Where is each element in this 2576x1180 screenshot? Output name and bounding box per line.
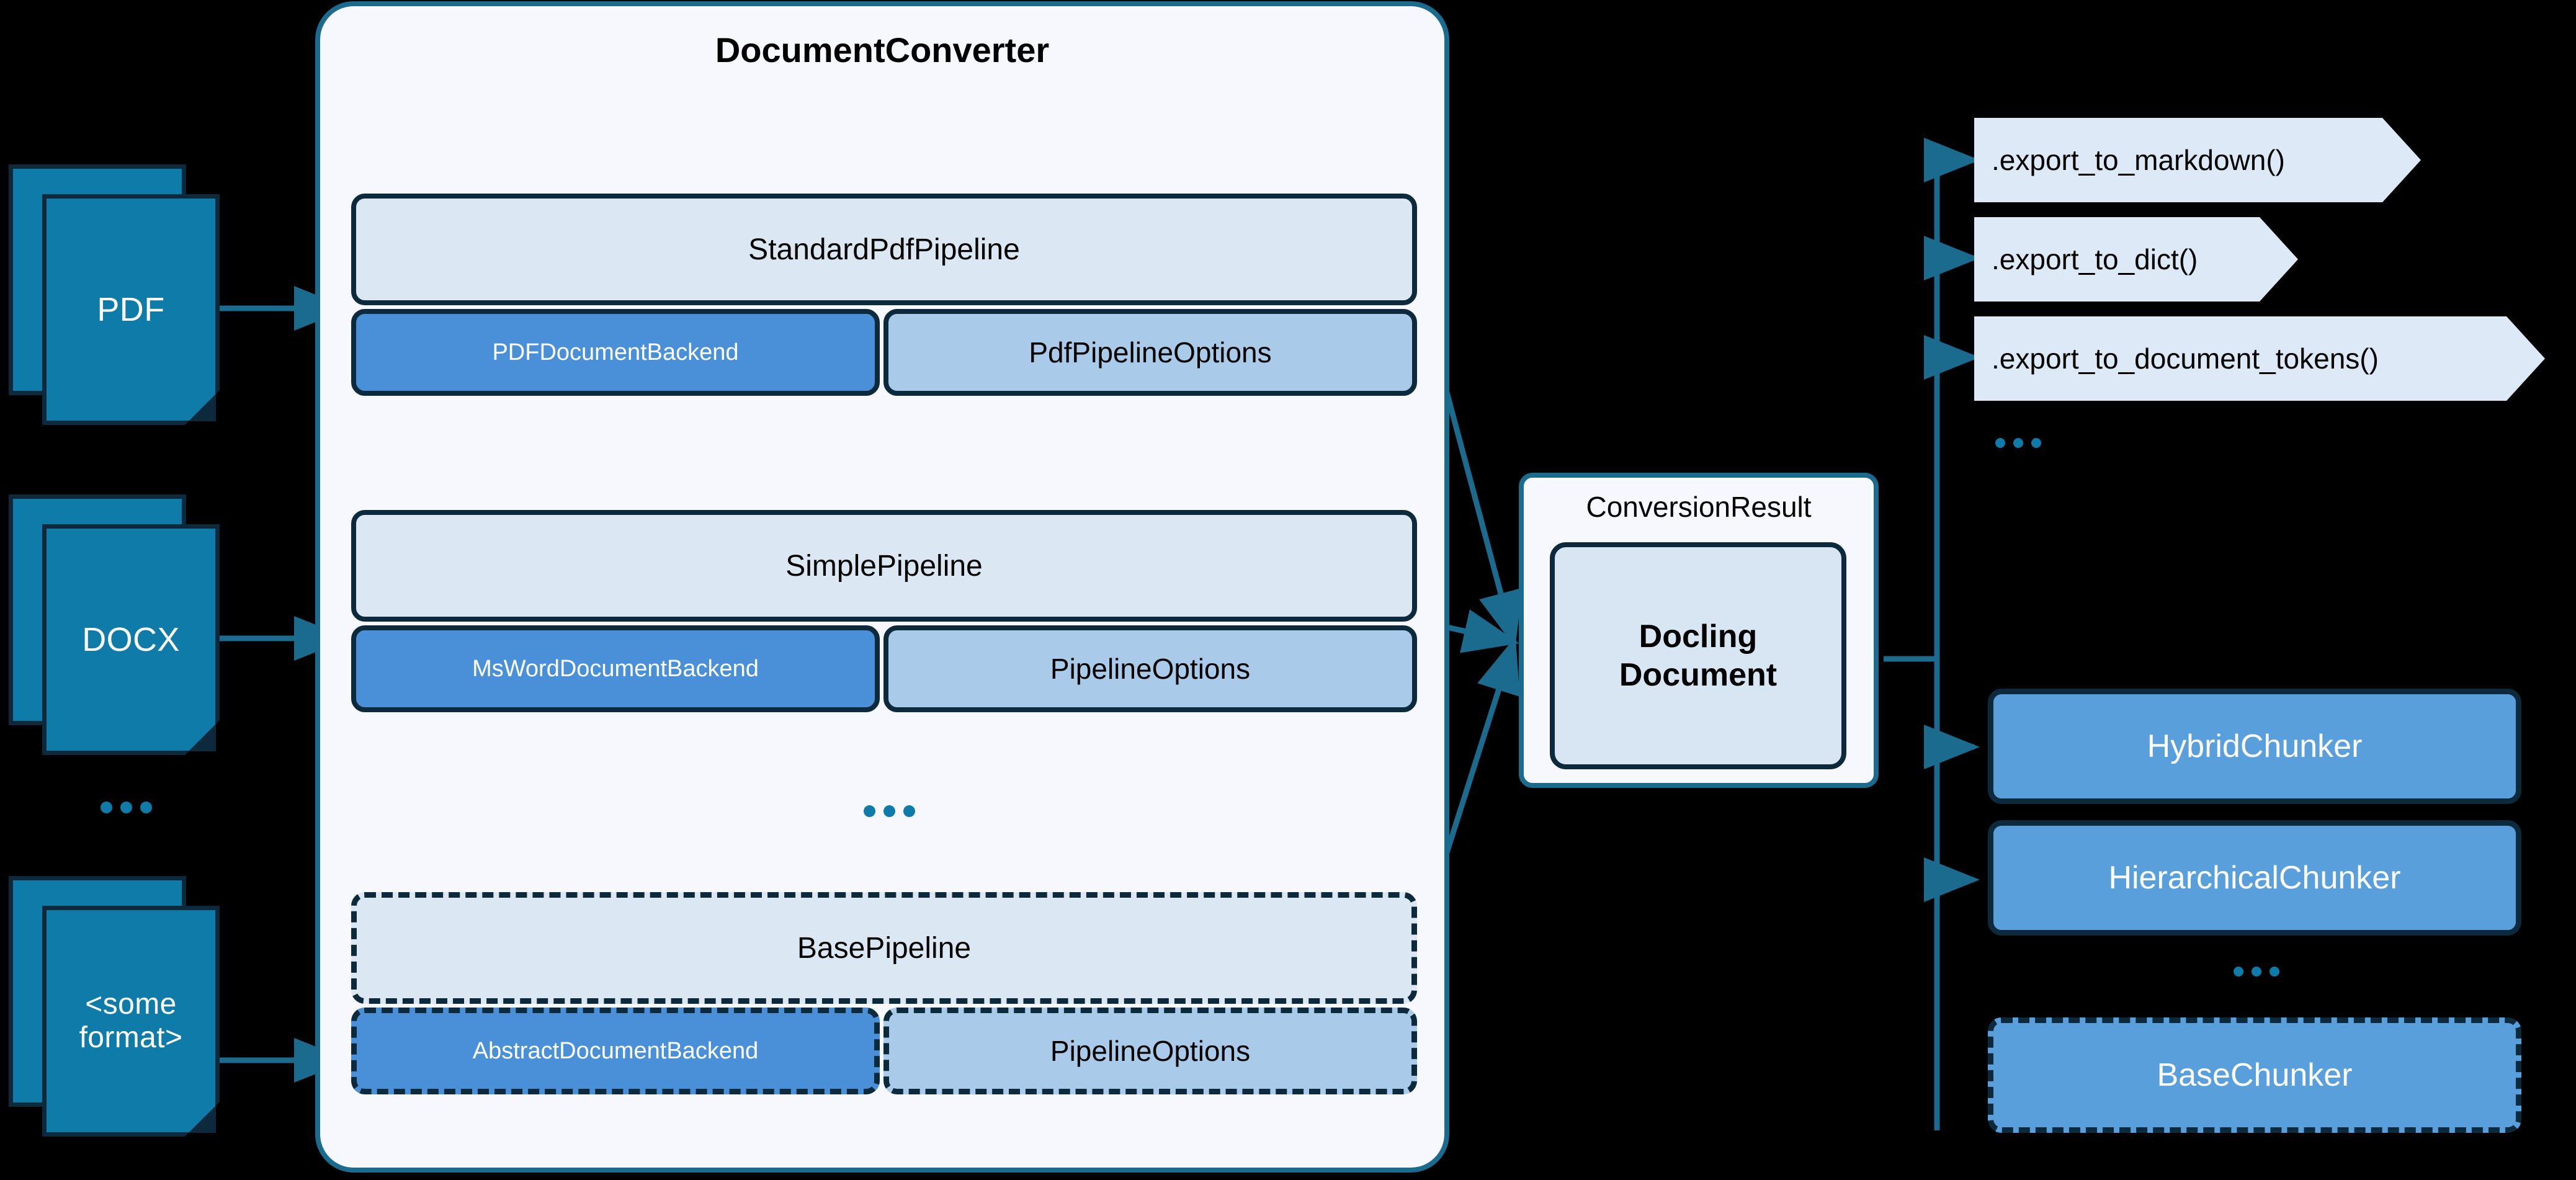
docling-document-node[interactable]: Docling Document	[1550, 542, 1846, 769]
pipeline-name: StandardPdfPipeline	[748, 233, 1020, 266]
pipeline-name: SimplePipeline	[785, 549, 983, 583]
export-to-dict-button[interactable]: .export_to_dict()	[1974, 217, 2298, 302]
chunker-label: HierarchicalChunker	[2108, 860, 2401, 896]
pipeline-base-header[interactable]: BasePipeline	[351, 892, 1417, 1004]
hierarchical-chunker-node[interactable]: HierarchicalChunker	[1988, 820, 2521, 936]
input-ellipsis	[101, 802, 152, 813]
backend-name: MsWordDocumentBackend	[472, 655, 759, 682]
docling-document-label: Docling Document	[1619, 618, 1778, 693]
document-front-page: DOCX	[42, 524, 220, 755]
input-label: PDF	[97, 290, 165, 328]
pipeline-standard-pdf-backend[interactable]: PDFDocumentBackend	[351, 309, 880, 396]
export-label: .export_to_markdown()	[1992, 144, 2285, 176]
conversion-result-label: ConversionResult	[1586, 491, 1812, 523]
input-label: <some format>	[79, 988, 183, 1054]
pipeline-simple-options[interactable]: PipelineOptions	[883, 625, 1417, 712]
page-title: DocumentConverter	[715, 30, 1050, 69]
export-label: .export_to_document_tokens()	[1992, 342, 2379, 375]
input-document-pdf[interactable]: PDF	[9, 164, 220, 425]
pipeline-standard-pdf-options[interactable]: PdfPipelineOptions	[883, 309, 1417, 396]
page-fold-inner-icon	[189, 724, 216, 751]
chunker-label: HybridChunker	[2147, 728, 2363, 764]
page-fold-inner-icon	[189, 394, 216, 421]
page-fold-inner-icon	[189, 1106, 216, 1133]
base-chunker-node[interactable]: BaseChunker	[1988, 1017, 2521, 1133]
options-name: PipelineOptions	[1050, 1035, 1251, 1067]
options-name: PipelineOptions	[1050, 653, 1251, 685]
options-name: PdfPipelineOptions	[1029, 336, 1272, 369]
chunker-label: BaseChunker	[2157, 1057, 2353, 1093]
pipeline-ellipsis	[864, 805, 915, 817]
export-label: .export_to_dict()	[1992, 243, 2198, 275]
export-to-markdown-button[interactable]: .export_to_markdown()	[1974, 118, 2421, 202]
pipeline-base-options[interactable]: PipelineOptions	[883, 1008, 1417, 1094]
export-to-document-tokens-button[interactable]: .export_to_document_tokens()	[1974, 316, 2545, 401]
input-document-docx[interactable]: DOCX	[9, 494, 220, 755]
backend-name: PDFDocumentBackend	[492, 339, 739, 365]
input-document-other-format[interactable]: <some format>	[9, 876, 220, 1137]
document-front-page: PDF	[42, 194, 220, 425]
chunker-ellipsis	[2234, 967, 2279, 977]
backend-name: AbstractDocumentBackend	[472, 1037, 759, 1064]
pipeline-simple-backend[interactable]: MsWordDocumentBackend	[351, 625, 880, 712]
input-label: DOCX	[82, 620, 180, 658]
pipeline-name: BasePipeline	[797, 931, 972, 965]
document-front-page: <some format>	[42, 906, 220, 1137]
pipeline-standard-pdf-header[interactable]: StandardPdfPipeline	[351, 194, 1417, 305]
pipeline-base-backend[interactable]: AbstractDocumentBackend	[351, 1008, 880, 1094]
export-ellipsis	[1995, 438, 2041, 448]
pipeline-simple-header[interactable]: SimplePipeline	[351, 510, 1417, 622]
hybrid-chunker-node[interactable]: HybridChunker	[1988, 689, 2521, 804]
